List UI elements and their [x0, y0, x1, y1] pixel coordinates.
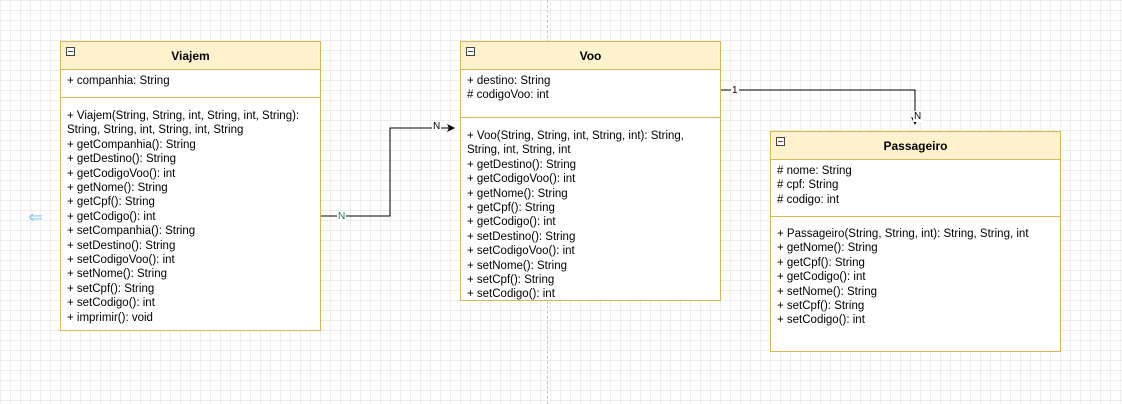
- method-line: + setNome(): String: [67, 268, 168, 281]
- method-line: + getNome(): String: [67, 182, 168, 195]
- method-line: + setDestino(): String: [467, 230, 576, 243]
- class-viajem-header[interactable]: Viajem: [61, 42, 320, 70]
- method-line: + setDestino(): String: [67, 239, 176, 252]
- edge-voo-passageiro[interactable]: [720, 89, 919, 125]
- class-passageiro-header[interactable]: Passageiro: [771, 132, 1060, 160]
- method-line: + getCodigoVoo(): int: [467, 173, 576, 186]
- method-line: + setCpf(): String: [777, 300, 865, 313]
- class-passageiro[interactable]: Passageiro # nome: String # cpf: String …: [770, 131, 1061, 352]
- method-line: + setCpf(): String: [67, 282, 155, 295]
- edge-viajem-voo[interactable]: [320, 124, 455, 217]
- method-line: + getDestino(): String: [467, 158, 576, 171]
- attribute-line: # cpf: String: [777, 179, 839, 192]
- attribute-line: + companhia: String: [67, 75, 170, 87]
- constructor-line: + Passageiro(String, String, int): Strin…: [777, 228, 1029, 240]
- method-line: + setCodigoVoo(): int: [67, 254, 175, 267]
- class-viajem-methods: + Viajem(String, String, int, String, in…: [61, 98, 320, 325]
- class-voo-divider: [461, 117, 720, 118]
- attribute-line: # nome: String: [777, 165, 852, 177]
- class-viajem[interactable]: Viajem + companhia: String + Viajem(Stri…: [60, 41, 321, 331]
- method-line: + setCodigo(): int: [67, 297, 155, 310]
- attribute-line: # codigo: int: [777, 193, 840, 206]
- method-line: + getCodigoVoo(): int: [67, 167, 176, 180]
- constructor-line: + Viajem(String, String, int, String, in…: [67, 110, 300, 137]
- class-passageiro-attributes: # nome: String # cpf: String # codigo: i…: [771, 160, 1060, 216]
- class-passageiro-methods: + Passageiro(String, String, int): Strin…: [771, 217, 1060, 328]
- class-voo-header[interactable]: Voo: [461, 42, 720, 70]
- method-line: + getDestino(): String: [67, 153, 176, 166]
- class-passageiro-title: Passageiro: [883, 138, 948, 153]
- method-line: + getCodigo(): int: [467, 216, 556, 229]
- class-voo-title: Voo: [579, 48, 602, 63]
- collapse-icon[interactable]: [466, 47, 475, 56]
- class-voo[interactable]: Voo + destino: String # codigoVoo: int +…: [460, 41, 721, 301]
- method-line: + setCompanhia(): String: [67, 225, 196, 238]
- class-viajem-divider: [61, 97, 320, 98]
- edge-viajem-voo-target-label: N: [432, 121, 442, 132]
- method-line: + getNome(): String: [777, 242, 878, 255]
- method-line: + setCodigoVoo(): int: [467, 245, 575, 258]
- method-line: + getCpf(): String: [67, 196, 155, 209]
- class-viajem-attributes: + companhia: String: [61, 70, 320, 97]
- method-line: + getNome(): String: [467, 187, 568, 200]
- method-line: + getCompanhia(): String: [67, 138, 196, 151]
- scroll-left-arrow-icon[interactable]: ⇐: [28, 207, 44, 227]
- edge-viajem-voo-source-label: N: [337, 211, 347, 222]
- method-line: + setCodigo(): int: [467, 288, 555, 301]
- collapse-icon[interactable]: [776, 137, 785, 146]
- method-line: + setNome(): String: [777, 285, 878, 298]
- method-line: + getCodigo(): int: [67, 210, 156, 223]
- method-line: + imprimir(): void: [67, 311, 153, 324]
- method-line: + getCpf(): String: [467, 202, 555, 215]
- method-line: + setCodigo(): int: [777, 314, 865, 327]
- edge-voo-passageiro-target-label: N: [913, 111, 923, 122]
- method-line: + getCodigo(): int: [777, 271, 866, 284]
- attribute-line: + destino: String: [467, 75, 551, 87]
- class-voo-attributes: + destino: String # codigoVoo: int: [461, 70, 720, 117]
- collapse-icon[interactable]: [66, 47, 75, 56]
- method-line: + getCpf(): String: [777, 256, 865, 269]
- method-line: + setNome(): String: [467, 259, 568, 272]
- class-passageiro-divider: [771, 216, 1060, 217]
- method-line: + setCpf(): String: [467, 274, 555, 287]
- class-viajem-title: Viajem: [171, 48, 210, 63]
- constructor-line: + Voo(String, String, int, String, int):…: [467, 130, 685, 157]
- class-voo-methods: + Voo(String, String, int, String, int):…: [461, 118, 720, 302]
- edge-voo-passageiro-source-label: 1: [731, 85, 739, 96]
- attribute-line: # codigoVoo: int: [467, 89, 549, 102]
